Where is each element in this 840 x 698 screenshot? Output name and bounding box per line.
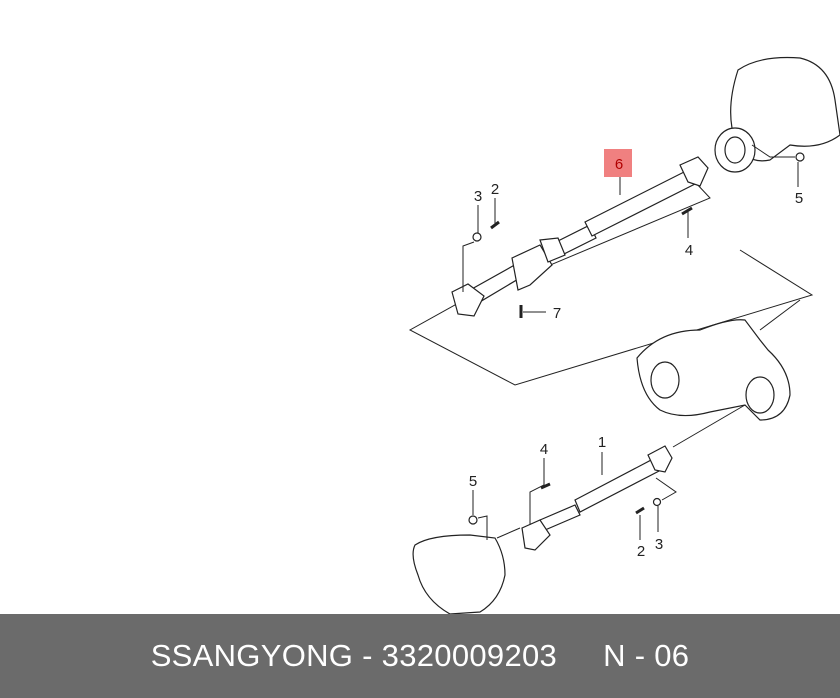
parts-diagram: 3 2 6 5 4 7 1 4 5 2 3 (408, 56, 840, 614)
propeller-shaft-rear (451, 156, 709, 317)
callout-5-lower[interactable]: 5 (469, 473, 477, 490)
upper-assembly-outline (408, 181, 814, 386)
callout-5-upper[interactable]: 5 (795, 190, 803, 207)
transfer-case-upper (714, 56, 840, 173)
callout-4-upper[interactable]: 4 (685, 242, 693, 259)
nut-3-upper (472, 232, 482, 242)
callout-6-upper[interactable]: 6 (615, 156, 623, 173)
brand-name: SSANGYONG (150, 638, 354, 673)
front-differential (412, 534, 506, 614)
part-info-footer: SSANGYONG - 3320009203 N - 06 (0, 614, 840, 698)
callout-6-highlight[interactable] (604, 149, 632, 177)
nut-5-upper (795, 152, 805, 162)
callout-4-lower[interactable]: 4 (540, 441, 548, 458)
part-number: 3320009203 (381, 638, 558, 673)
propeller-shaft-front (521, 445, 673, 551)
position-label: N - 06 (603, 638, 690, 673)
callout-2-upper[interactable]: 2 (491, 181, 499, 198)
bolt-4-lower (540, 482, 551, 490)
transfer-case-lower (636, 319, 791, 421)
callout-2-lower[interactable]: 2 (637, 543, 645, 560)
callout-7-upper[interactable]: 7 (553, 305, 561, 322)
callout-3-lower[interactable]: 3 (655, 536, 663, 553)
separator: - (353, 638, 382, 673)
callout-3-upper[interactable]: 3 (474, 188, 482, 205)
nut-5-lower (468, 515, 478, 525)
callout-1-lower[interactable]: 1 (598, 434, 606, 451)
bolt-2-upper (490, 220, 500, 230)
washer-3-lower (652, 497, 662, 507)
bolt-2-lower (635, 506, 645, 515)
bolt-4-upper (681, 206, 693, 216)
